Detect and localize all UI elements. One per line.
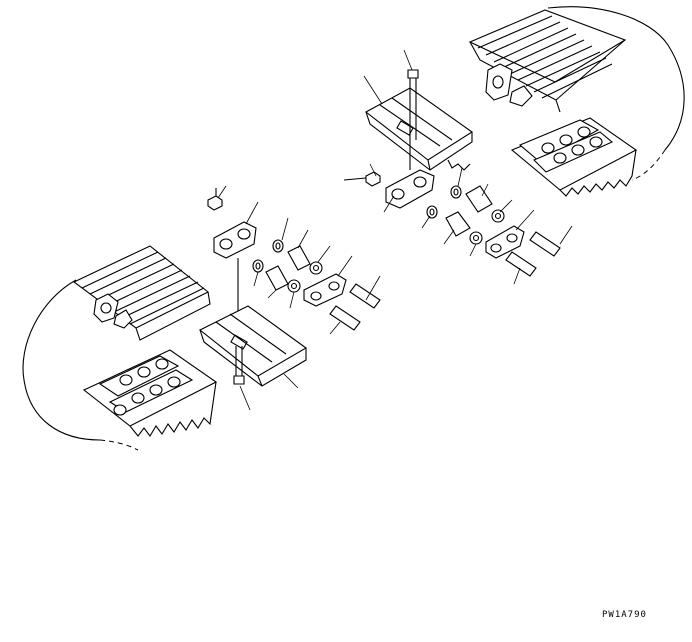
right-seal — [469, 209, 505, 245]
left-shoe-nut — [207, 188, 223, 211]
right-shoe-bolt — [407, 69, 419, 140]
left-shoe-plate — [198, 305, 308, 387]
right-shoe-plate — [364, 87, 473, 171]
right-track-link — [485, 225, 525, 259]
right-lower-track-section — [510, 117, 638, 197]
right-track-assembly — [468, 6, 685, 197]
right-link-chain — [485, 63, 533, 107]
left-spacer-washer — [252, 239, 284, 273]
left-track-pins — [329, 283, 381, 331]
left-master-link — [213, 221, 257, 340]
right-bushing — [445, 185, 493, 237]
right-shoe-nut — [343, 171, 381, 187]
left-shoe-bolt — [233, 346, 245, 385]
right-grouser-plates — [468, 9, 627, 113]
left-bushing — [265, 245, 311, 291]
leader-lines — [217, 49, 573, 411]
right-track-pins — [505, 231, 561, 277]
left-track-assembly — [22, 245, 218, 451]
right-master-link — [385, 140, 435, 209]
figure-code: PW1A790 — [602, 610, 647, 620]
left-track-link — [303, 273, 347, 307]
left-grouser-plates — [72, 245, 211, 341]
left-lower-track-section — [82, 349, 218, 437]
right-spacer-washer — [426, 185, 462, 219]
left-link-chain — [93, 293, 133, 329]
